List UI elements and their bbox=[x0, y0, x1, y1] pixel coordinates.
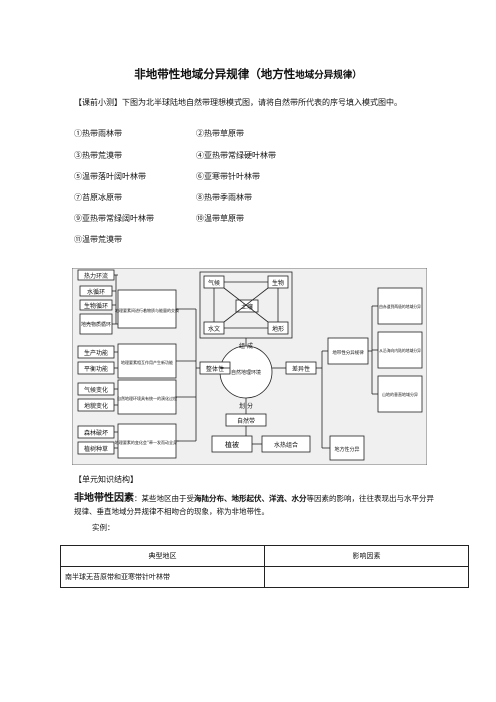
intro-text: 【课前小测】下图为北半球陆地自然带理想模式图，请将自然带所代表的序号填入模式图中… bbox=[74, 96, 434, 109]
section-label: 【单元知识结构】 bbox=[74, 475, 138, 484]
table-cell-factor[interactable] bbox=[264, 566, 469, 588]
diagram-left-low-2: 地貌变化 bbox=[84, 402, 108, 410]
examples-table: 典型地区 影响因素 南半球无苔原带和亚寒带针叶林带 bbox=[60, 545, 469, 588]
option-3: ③热带荒漠带 bbox=[74, 151, 122, 160]
diagram-element-biology: 生物 bbox=[272, 279, 284, 287]
option-11: ⑪温带荒漠带 bbox=[74, 235, 122, 244]
diagram-chayi: 差异性 bbox=[292, 365, 310, 373]
diagram-element-climate: 气候 bbox=[208, 279, 220, 287]
diagram-right-3: 山地的垂直地域分异 bbox=[382, 391, 418, 397]
example-label: 实例： bbox=[92, 523, 115, 532]
option-10: ⑩温带草原带 bbox=[196, 214, 244, 223]
diagram-element-landform: 地形 bbox=[272, 325, 284, 333]
diagram-left-top-4: 地壳物质循环 bbox=[81, 321, 111, 328]
table-header-region: 典型地区 bbox=[60, 545, 265, 567]
option-9: ⑨亚热带常绿阔叶林带 bbox=[74, 214, 154, 223]
diagram-zucheng: 组 成 bbox=[239, 342, 253, 350]
para-text-1: ：某些地区由于受 bbox=[134, 494, 194, 503]
diagram-element-soil: 土壤 bbox=[241, 303, 253, 311]
diagram-right-1: 由赤道到两极的地域分异 bbox=[379, 304, 421, 309]
diagram-left-mid-1: 生产功能 bbox=[84, 349, 108, 357]
diagram-left-mid-2: 平衡功能 bbox=[84, 365, 108, 373]
diagram-left-top-desc: 地理要素间进行着物质与能量的交换 bbox=[115, 307, 179, 313]
diagram-difangxing: 地方性分异 bbox=[334, 446, 359, 453]
option-4: ④亚热带常绿硬叶林带 bbox=[196, 151, 276, 160]
diagram-zhengti: 整体性 bbox=[206, 365, 224, 373]
diagram-left-low-desc: 自然地理环境具有统一的演化过程 bbox=[117, 395, 177, 401]
intro-body: 下图为北半球陆地自然带理想模式图，请将自然带所代表的序号填入模式图中。 bbox=[122, 98, 402, 107]
diagram-huafen: 划 分 bbox=[239, 402, 253, 410]
option-6: ⑥亚寒带针叶林带 bbox=[196, 172, 260, 181]
diagram-zhibei: 植被 bbox=[225, 440, 239, 449]
diagram-left-bottom-2: 植树种草 bbox=[84, 445, 108, 453]
para-text-2: 等因素的影响，往往表现出与水平分异规律、垂直地域分异规律不相吻合的现象，称为非地… bbox=[74, 494, 434, 516]
non-zonal-paragraph: 非地带性因素：某些地区由于受海陆分布、地形起伏、洋流、水分等因素的影响，往往表现… bbox=[74, 492, 434, 518]
option-5: ⑤温带落叶阔叶林带 bbox=[74, 172, 146, 181]
table-cell-region: 南半球无苔原带和亚寒带针叶林带 bbox=[60, 566, 265, 588]
table-header-factor: 影响因素 bbox=[264, 545, 469, 567]
diagram-zirandai: 自然带 bbox=[237, 417, 255, 425]
diagram-left-low-1: 气候变化 bbox=[84, 386, 108, 394]
para-head: 非地带性因素 bbox=[74, 493, 134, 504]
diagram-right-2: 从沿海向内陆的地域分异 bbox=[379, 348, 421, 353]
diagram-center: 自然地理环境 bbox=[231, 369, 261, 376]
diagram-didaixing: 地带性分异规律 bbox=[332, 349, 364, 356]
knowledge-structure-diagram: 热力环流 水循环 生物循环 地壳物质循环 地理要素间进行着物质与能量的交换 生产… bbox=[72, 268, 427, 465]
diagram-element-hydrology: 水文 bbox=[208, 325, 220, 333]
diagram-left-bottom-1: 森林破坏 bbox=[84, 429, 108, 437]
intro-label: 【课前小测】 bbox=[74, 98, 122, 107]
page-title: 非地带性地域分异规律（地方性地域分异规律） bbox=[134, 67, 362, 81]
diagram-left-mid-desc: 地理要素相互作用产生新功能 bbox=[121, 359, 173, 365]
diagram-left-bottom-desc: 地理要素的变化会“牵一发而动全身” bbox=[115, 439, 179, 445]
table-row: 南半球无苔原带和亚寒带针叶林带 bbox=[60, 566, 469, 588]
option-7: ⑦苔原冰原带 bbox=[74, 193, 122, 202]
option-8: ⑧热带季雨林带 bbox=[196, 193, 252, 202]
diagram-left-top-2: 水循环 bbox=[87, 288, 105, 296]
diagram-left-top-1: 热力环流 bbox=[84, 272, 108, 280]
option-2: ②热带草原带 bbox=[196, 129, 244, 138]
option-1: ①热带雨林带 bbox=[74, 129, 122, 138]
diagram-left-top-3: 生物循环 bbox=[84, 302, 108, 310]
para-bold: 海陆分布、地形起伏、洋流、水分 bbox=[194, 494, 307, 503]
table-header-row: 典型地区 影响因素 bbox=[60, 545, 469, 567]
diagram-shuire: 水热组合 bbox=[274, 441, 298, 449]
